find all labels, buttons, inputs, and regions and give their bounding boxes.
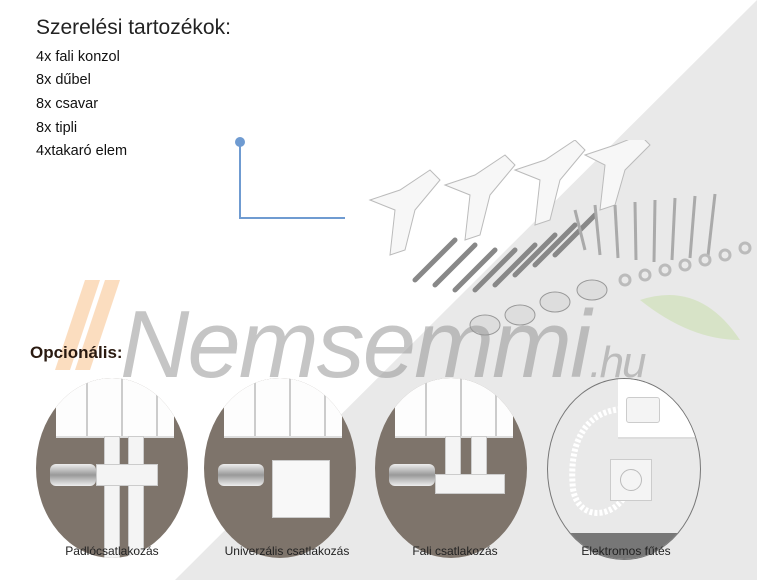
accessory-item: 8x csavar [36,96,99,112]
accessory-item: 8x dűbel [36,72,91,88]
option-image-floor-connection [36,378,188,558]
accessory-item: 4x fali konzol [36,49,120,65]
watermark-text: Nemsemmi [120,291,591,398]
option-label: Elektromos fűtés [581,544,671,558]
option-label: Fali csatlakozás [412,544,498,558]
accessory-item: 8x tipli [36,120,78,136]
option-label: Padlócsatlakozás [65,544,159,558]
option-label: Univerzális csatlakozás [224,544,350,558]
option-image-electric-heating [547,378,701,560]
accessories-heading: Szerelési tartozékok: [36,16,231,39]
accessory-item: 4xtakaró elem [36,143,128,159]
option-image-universal-connection [204,378,356,558]
optional-heading: Opcionális: [30,343,123,362]
mounting-parts-image [368,140,752,336]
option-image-wall-connection [375,378,527,558]
